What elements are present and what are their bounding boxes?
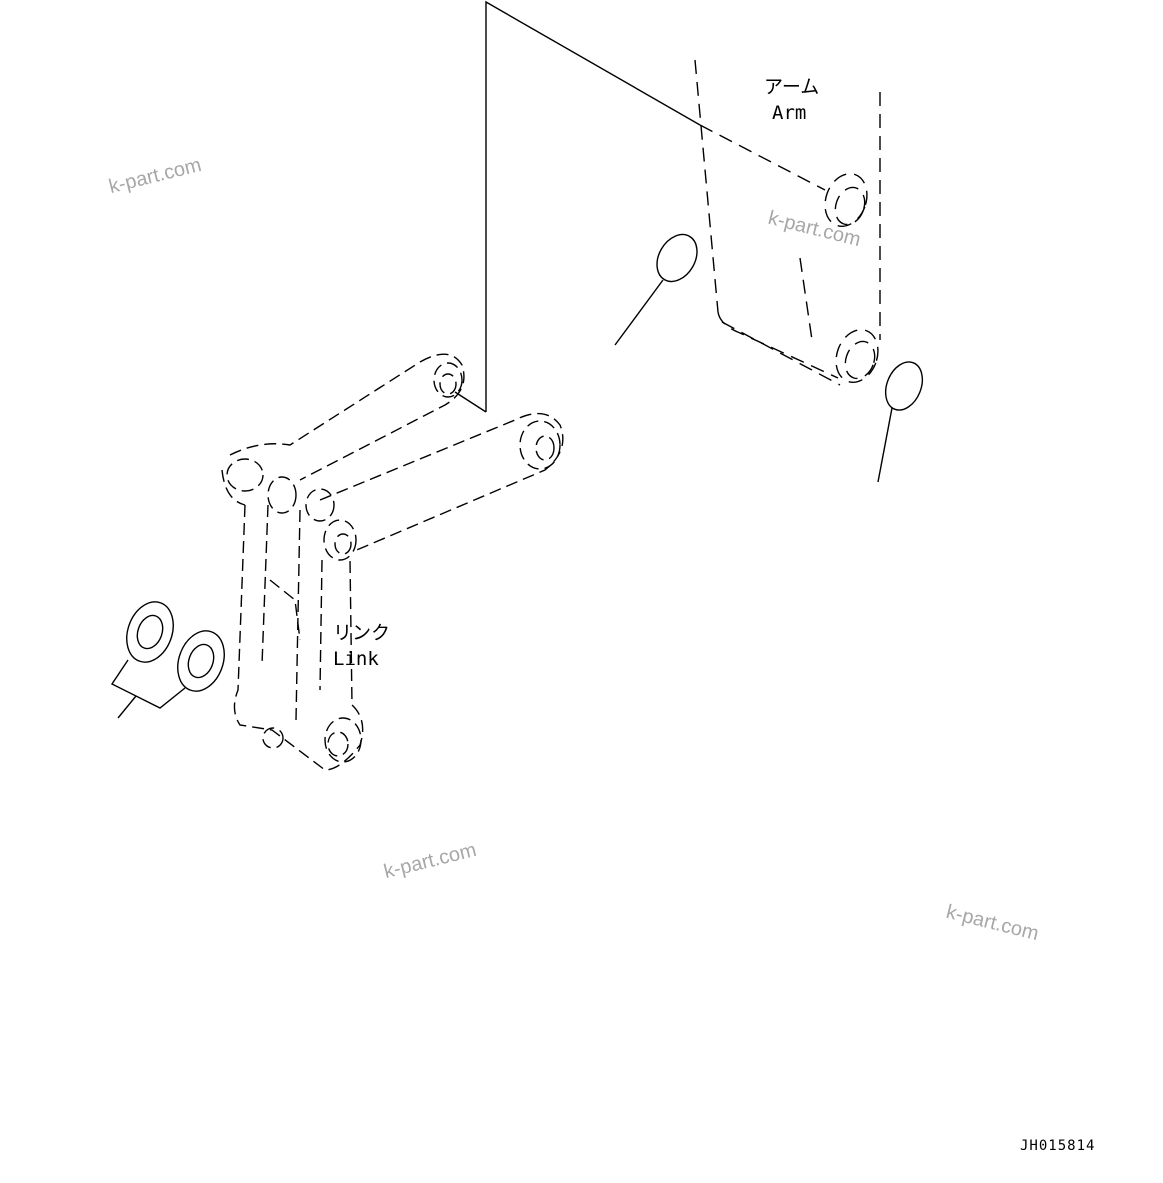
link-assembly [221, 353, 564, 771]
drawing-code: JH015814 [1020, 1138, 1096, 1154]
arm-outline [694, 59, 881, 386]
arm-pin-callout-2 [877, 361, 924, 483]
arm-pin-callout-1 [614, 233, 698, 346]
arm-label-en: Arm [772, 102, 807, 124]
link-label-en: Link [333, 648, 379, 670]
arm-label-jp: アーム [764, 76, 820, 98]
link-label-jp: リンク [333, 622, 391, 644]
leader-line-top [454, 0, 701, 413]
washer-callout [110, 601, 225, 719]
